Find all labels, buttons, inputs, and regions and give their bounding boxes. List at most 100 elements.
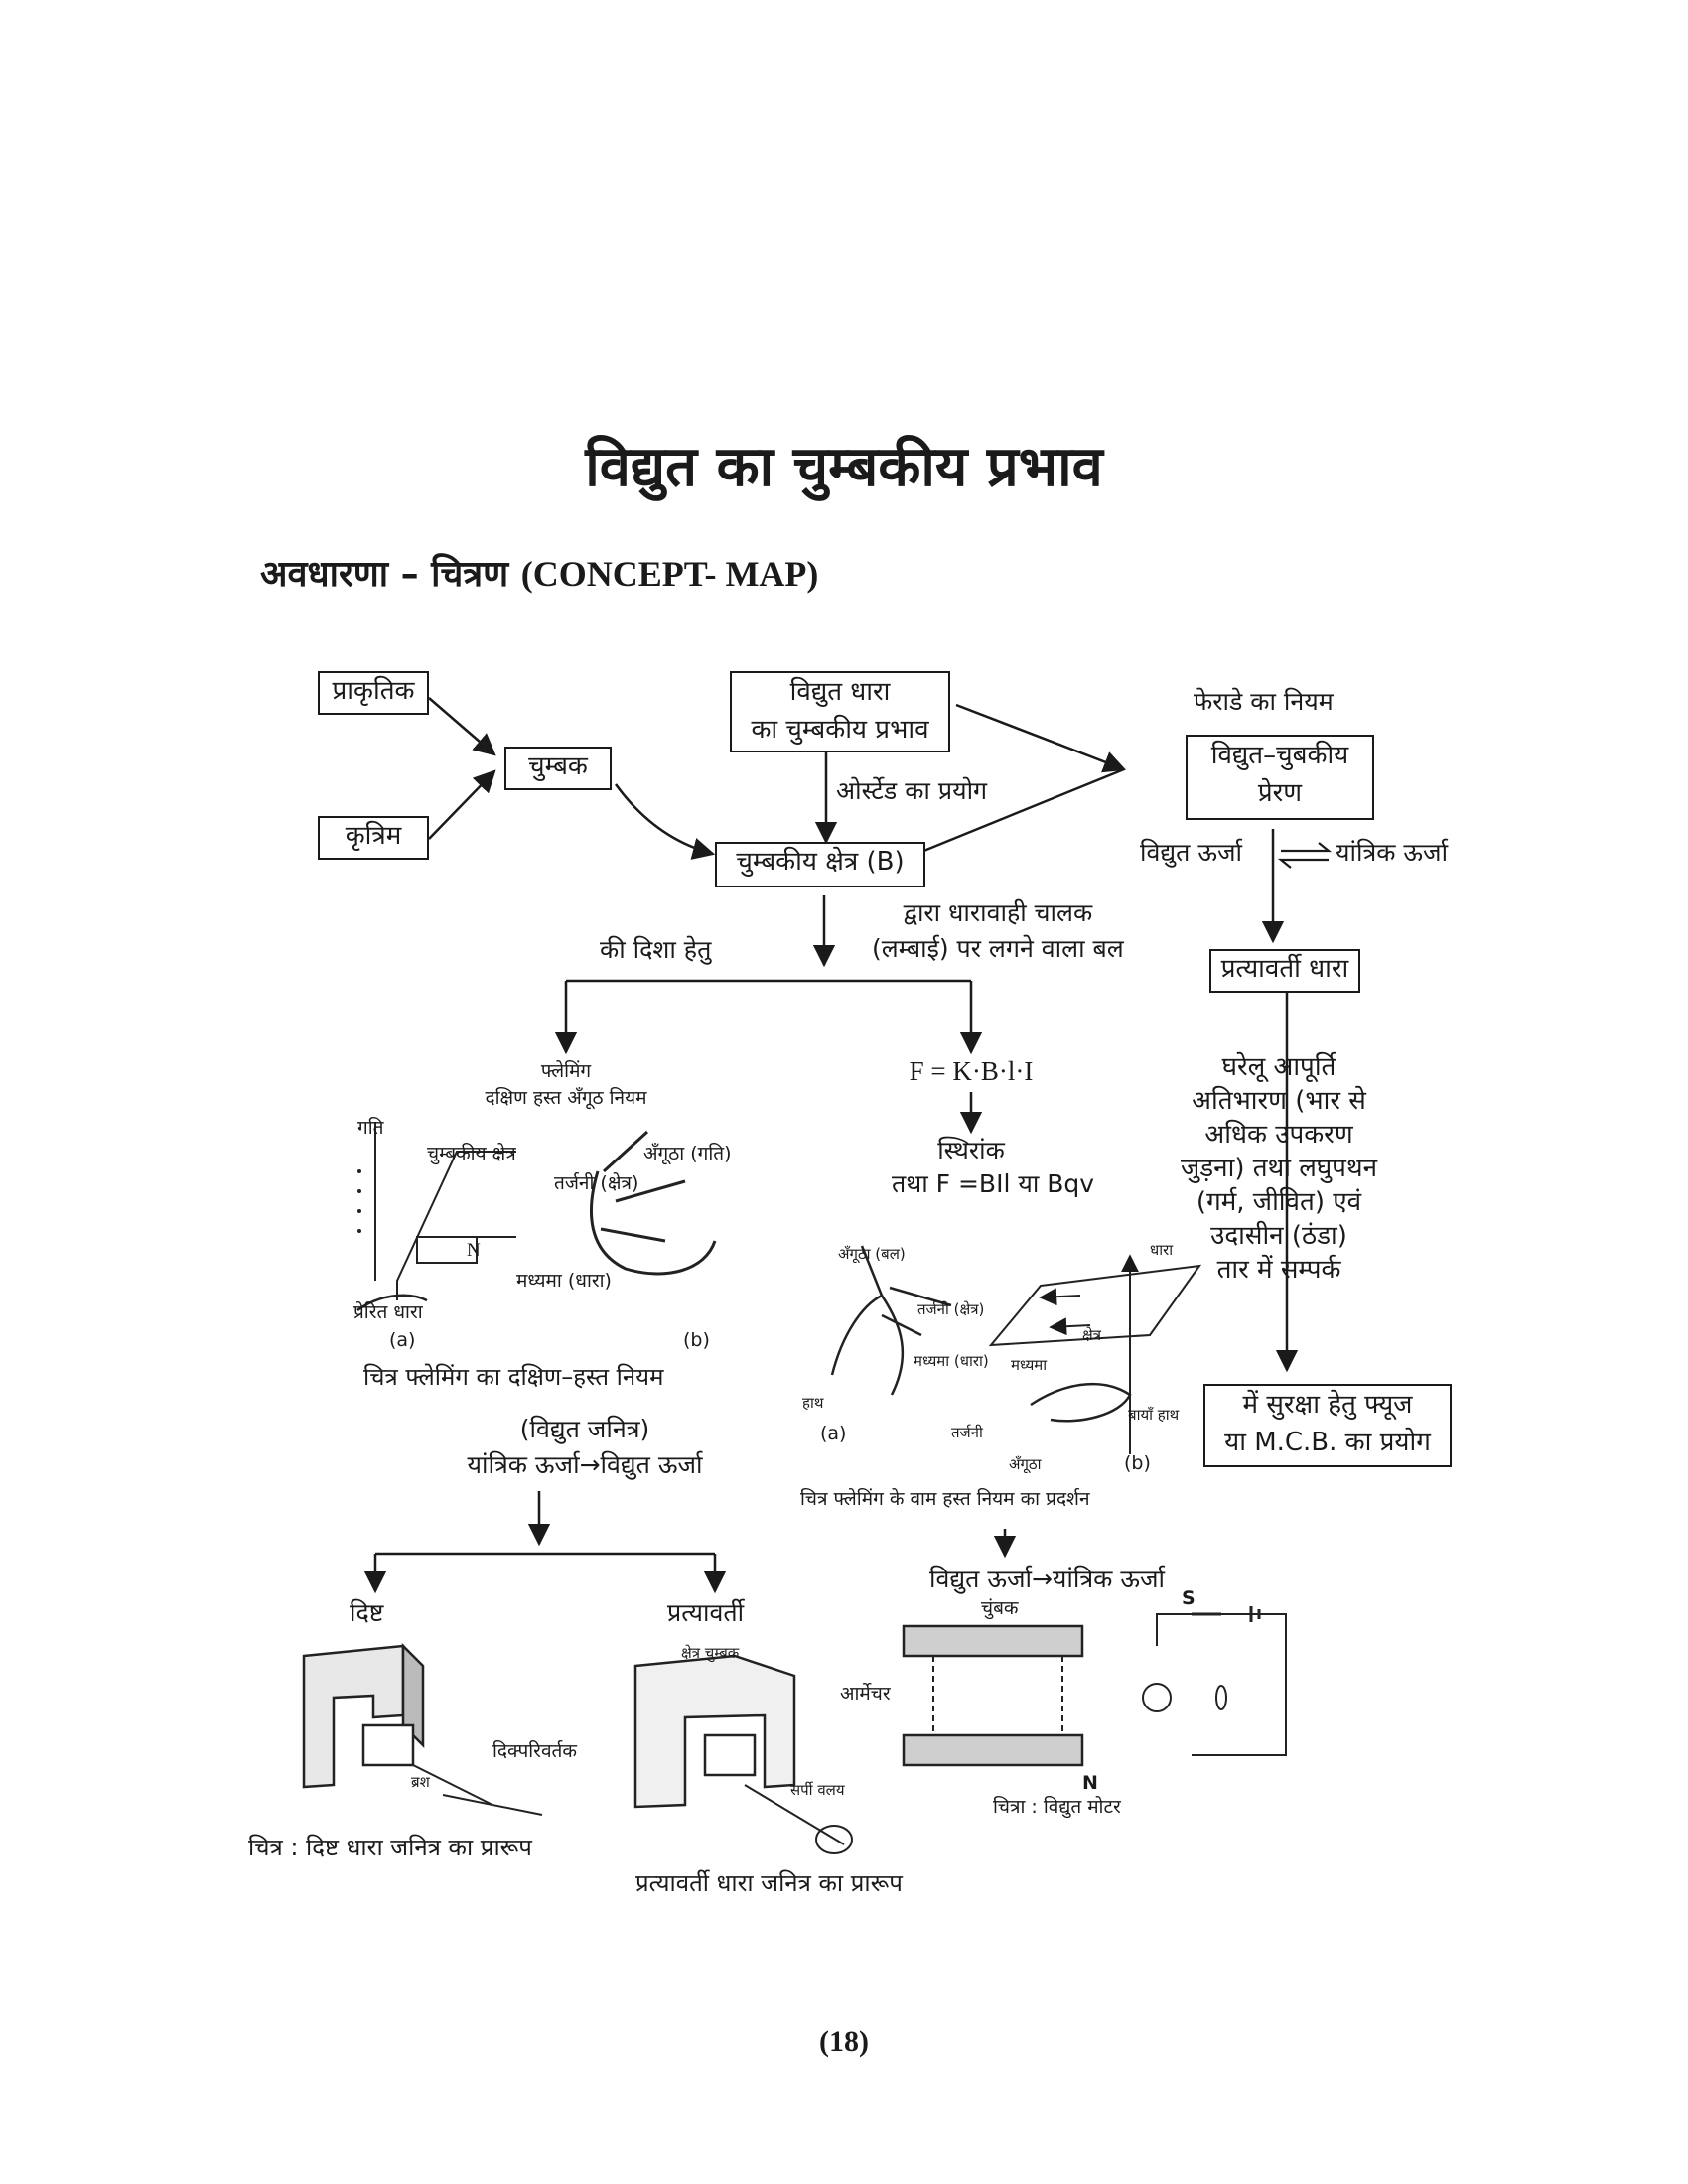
arrow-current-to-faraday xyxy=(955,703,1127,773)
hand-label: हाथ xyxy=(802,1394,824,1412)
thumb-force-label: अँगूठा (बल) xyxy=(838,1245,906,1263)
domestic-line-6: उदासीन (ठंडा) xyxy=(1210,1221,1347,1251)
faraday-law-label: फेराडे का नियम xyxy=(1194,687,1334,716)
fig-b-label: (b) xyxy=(683,1329,710,1351)
thumb-label: अँगूठा xyxy=(1009,1455,1042,1473)
dc-coil xyxy=(361,1723,415,1767)
magnet-n-block xyxy=(416,1236,478,1264)
induced-current-label: प्रेरित धारा xyxy=(353,1301,423,1323)
safety-line-2: या M.C.B. का प्रयोग xyxy=(1224,1428,1431,1457)
switch-s-label: S xyxy=(1182,1587,1196,1609)
middle-finger-label: मध्यमा xyxy=(1011,1356,1048,1374)
commutator-ring xyxy=(1142,1683,1172,1712)
right-hand-palm xyxy=(589,1170,717,1276)
artificial-magnet-box: कृत्रिम xyxy=(318,816,429,860)
left-hand-palm xyxy=(830,1294,905,1396)
arrow-artificial-to-magnet xyxy=(428,769,496,840)
ac-generator-label: प्रत्यावर्ती xyxy=(667,1598,745,1627)
ac-generator-figure xyxy=(633,1654,853,1854)
dc-label: दिष्ट xyxy=(350,1598,384,1627)
arrow-field-to-faraday xyxy=(920,767,1125,854)
constant-line-2: तथा F =BIl या Bqv xyxy=(892,1169,1095,1198)
elec-to-mech-label: विद्युत ऊर्जा→यांत्रिक ऊर्जा xyxy=(929,1565,1165,1593)
arrow-magnet-to-field xyxy=(614,783,716,860)
armature-label: आर्मेचर xyxy=(840,1683,891,1705)
motion-label: गति xyxy=(357,1117,384,1139)
safety-line-1: में सुरक्षा हेतु फ्यूज xyxy=(1242,1390,1413,1420)
right-hand-fingers xyxy=(600,1130,686,1243)
direction-label: की दिशा हेतु xyxy=(600,935,712,964)
force-line-2: (लम्बाई) पर लगने वाला बल xyxy=(872,934,1124,963)
n-pole-motor-label: N xyxy=(1082,1772,1098,1794)
mechanical-energy-label: यांत्रिक ऊर्जा xyxy=(1336,838,1449,867)
electrical-energy-label: विद्युत ऊर्जा xyxy=(1140,838,1242,867)
page-title: विद्युत का चुम्बकीय प्रभाव xyxy=(585,435,1103,499)
natural-magnet-box: प्राकृतिक xyxy=(318,671,429,715)
current-magnetic-effect-box: विद्युत धारा का चुम्बकीय प्रभाव xyxy=(730,671,950,752)
current-effect-line-1: विद्युत धारा xyxy=(789,677,891,707)
dc-generator-figure xyxy=(302,1642,543,1816)
left-hand-rule-caption: चित्र फ्लेमिंग के वाम हस्त नियम का प्रदर… xyxy=(800,1488,1090,1510)
ac-coil xyxy=(703,1733,757,1777)
middle-current-label-left: मध्यमा (धारा) xyxy=(914,1352,989,1370)
dc-generator-caption: चित्र : दिष्ट धारा जनित्र का प्रारूप xyxy=(248,1834,532,1861)
domestic-line-7: तार में सम्पर्क xyxy=(1216,1255,1341,1285)
domestic-line-2: अतिभारण (भार से xyxy=(1192,1086,1366,1116)
field-lines xyxy=(396,1151,516,1300)
domestic-line-1: घरेलू आपूर्ति xyxy=(1221,1052,1336,1082)
current-effect-line-2: का चुम्बकीय प्रभाव xyxy=(751,715,929,745)
section-heading: अवधारणा – चित्रण (CONCEPT- MAP) xyxy=(260,548,818,597)
index-field-label-left: तर्जनी (क्षेत्र) xyxy=(917,1300,985,1318)
fleming-rule-label: फ्लेमिंग दक्षिण हस्त अँगूठ नियम xyxy=(457,1058,675,1112)
motor-magnet-label: चुंबक xyxy=(981,1597,1019,1619)
armature-lines xyxy=(932,1656,1063,1735)
motor-magnet-bottom xyxy=(902,1733,1084,1767)
slip-ring-label: सर्पी वलय xyxy=(790,1781,845,1799)
arrow-natural-to-magnet xyxy=(428,697,496,756)
fleming-left-hand-figure xyxy=(830,1245,1202,1454)
domestic-line-5: (गर्म, जीवित) एवं xyxy=(1196,1187,1362,1217)
domestic-line-3: अधिक उपकरण xyxy=(1204,1120,1353,1150)
safety-fuse-box: में सुरक्षा हेतु फ्यूज या M.C.B. का प्रय… xyxy=(1203,1384,1452,1467)
force-formula: F = K·B·l·I xyxy=(909,1056,1034,1086)
force-on-conductor-label: द्वारा धारावाही चालक (लम्बाई) पर लगने वा… xyxy=(872,895,1124,967)
page-number: (18) xyxy=(819,2025,869,2058)
right-hand-rule-caption: चित्र फ्लेमिंग का दक्षिण–हस्त नियम xyxy=(363,1363,664,1391)
index-finger-label: तर्जनी xyxy=(951,1424,983,1441)
magnet-box: चुम्बक xyxy=(504,747,612,790)
fleming-line-2: दक्षिण हस्त अँगूठ नियम xyxy=(485,1087,647,1109)
motor-magnet-top xyxy=(902,1624,1084,1658)
electromagnetic-induction-box: विद्युत–चुबकीय प्रेरण xyxy=(1186,735,1374,820)
generator-line-2: यांत्रिक ऊर्जा→विद्युत ऊर्जा xyxy=(467,1450,703,1479)
domestic-supply-text: घरेलू आपूर्ति अतिभारण (भार से अधिक उपकरण… xyxy=(1150,1050,1408,1287)
thumb-motion-label: अँगूठा (गति) xyxy=(643,1143,732,1164)
magnetic-field-box: चुम्बकीय क्षेत्र (B) xyxy=(715,842,925,887)
induction-line-2: प्रेरण xyxy=(1257,778,1303,808)
field-magnet-label: क्षेत्र चुम्बक xyxy=(681,1644,740,1662)
generator-line-1: (विद्युत जनित्र) xyxy=(519,1415,650,1443)
fig-b-label-left: (b) xyxy=(1124,1452,1151,1474)
oersted-label: ओर्स्टेड का प्रयोग xyxy=(836,776,988,805)
brush-label: ब्रश xyxy=(411,1773,430,1791)
motor-caption: चित्रा : विद्युत मोटर xyxy=(993,1796,1121,1818)
section-heading-english: (CONCEPT- MAP) xyxy=(520,554,819,594)
constant-line-1: स्थिरांक xyxy=(937,1136,1005,1164)
motor-circuit xyxy=(1156,1613,1287,1756)
fleming-right-hand-figure xyxy=(356,1122,717,1312)
electric-motor-figure xyxy=(902,1606,1287,1767)
left-hand-fingers xyxy=(860,1245,952,1337)
left-hand-label: बायाँ हाथ xyxy=(1128,1406,1180,1424)
fleming-line-1: फ्लेमिंग xyxy=(540,1060,592,1082)
equilibrium-arrows xyxy=(1277,842,1333,869)
fig-a-label: (a) xyxy=(389,1329,416,1351)
ac-generator-caption: प्रत्यावर्ती धारा जनित्र का प्रारूप xyxy=(635,1869,903,1897)
constant-label: स्थिरांक तथा F =BIl या Bqv xyxy=(892,1134,1095,1201)
index-field-label: तर्जनी (क्षेत्र) xyxy=(554,1172,639,1194)
fig-a-label-left: (a) xyxy=(820,1423,847,1444)
force-line-1: द्वारा धारावाही चालक xyxy=(903,898,1093,927)
generator-label: (विद्युत जनित्र) यांत्रिक ऊर्जा→विद्युत … xyxy=(461,1412,709,1483)
magnetic-field-label: चुम्बकीय क्षेत्र xyxy=(427,1143,516,1164)
ac-magnet xyxy=(633,1654,796,1809)
n-pole-label: N xyxy=(467,1240,481,1261)
